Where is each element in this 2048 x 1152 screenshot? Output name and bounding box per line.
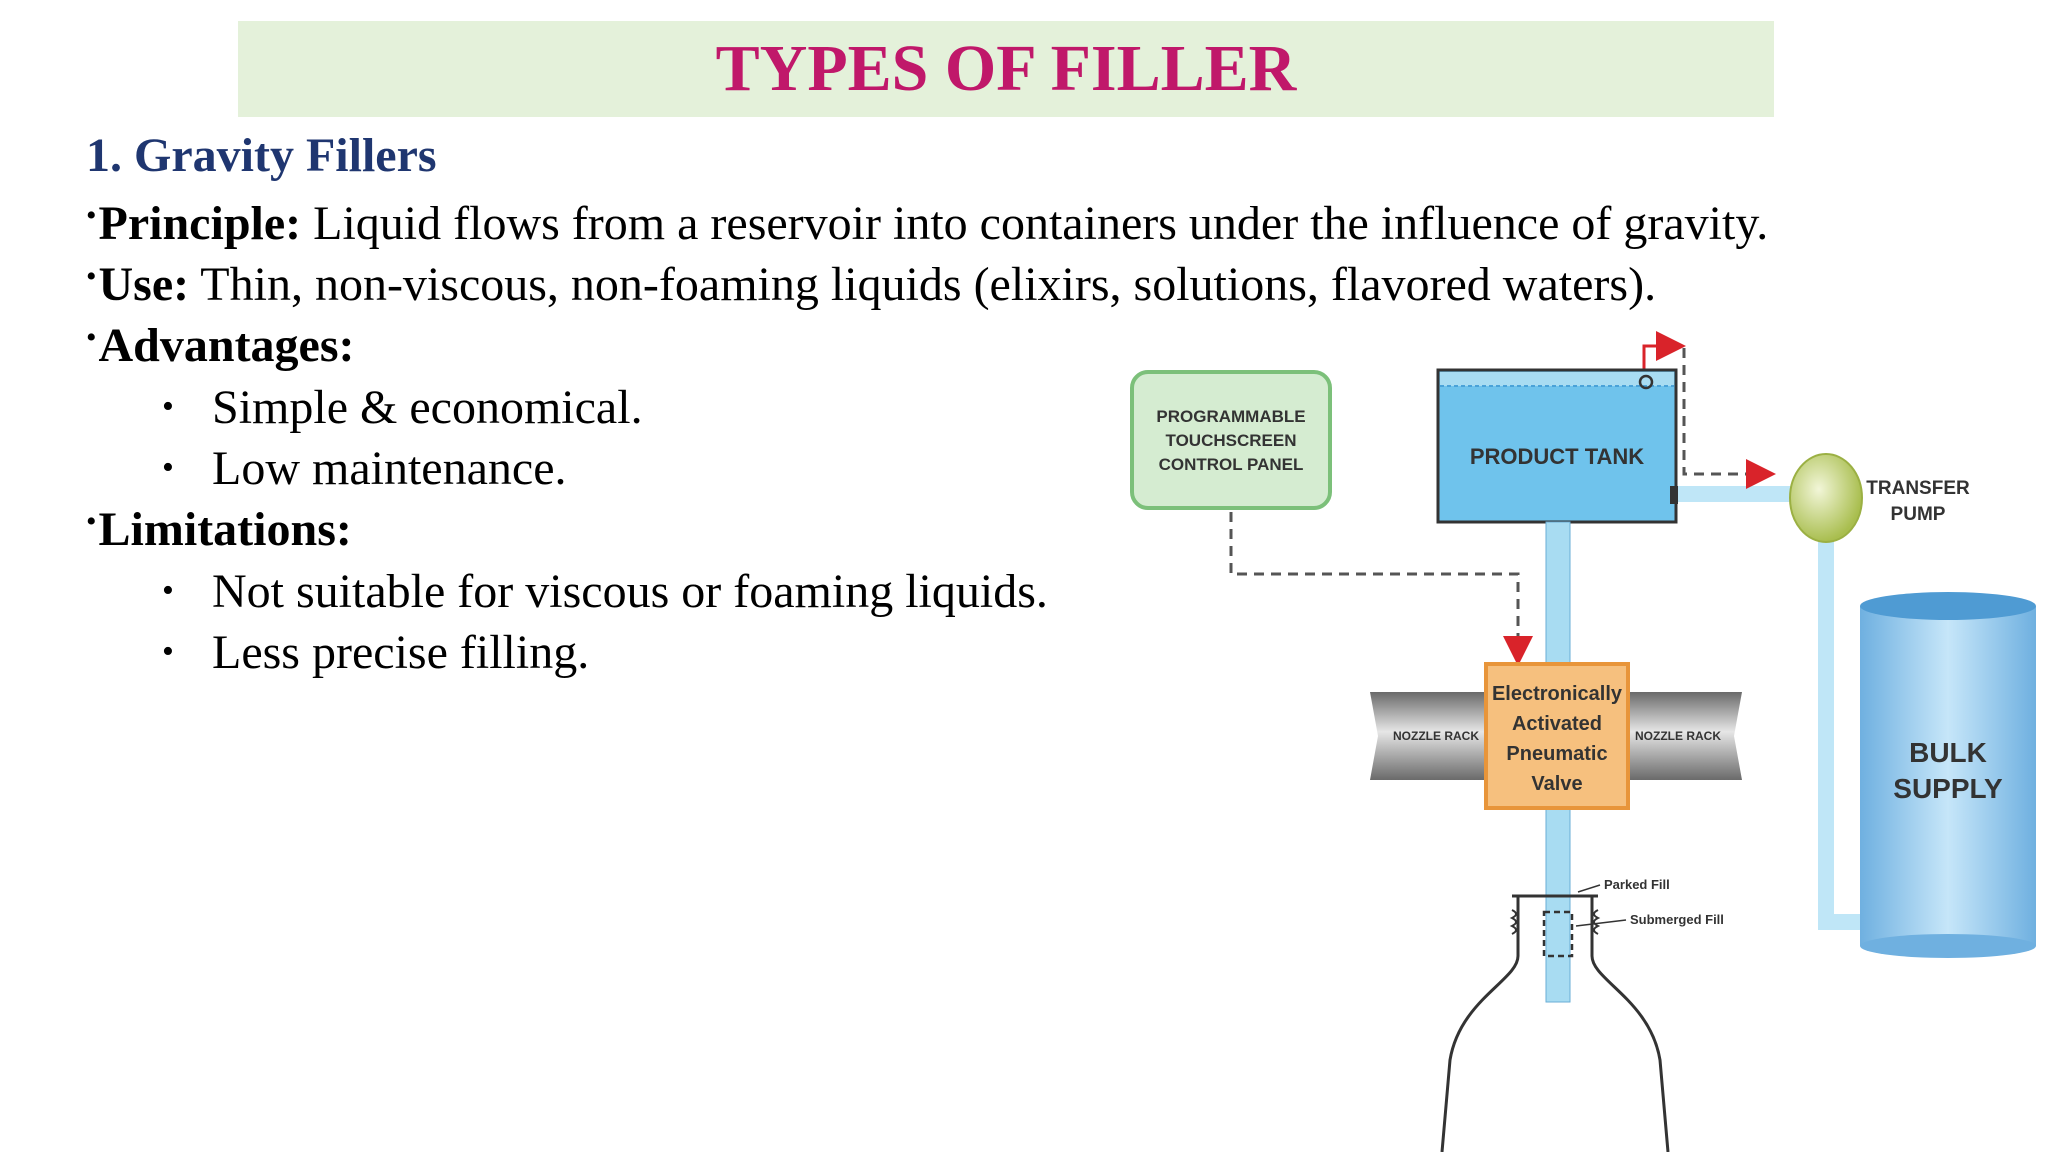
nozzle-rack-label: NOZZLE RACK	[1635, 729, 1721, 743]
limitation-item: • Not suitable for viscous or foaming liq…	[162, 562, 1048, 627]
pneumatic-valve: Electronically Activated Pneumatic Valve	[1484, 662, 1630, 810]
advantage-text: Simple & economical.	[212, 381, 643, 434]
valve-label-1: Electronically	[1492, 683, 1623, 705]
bullet-icon: •	[162, 633, 174, 670]
control-panel-label-3: CONTROL PANEL	[1159, 455, 1304, 474]
section-heading: 1. Gravity Fillers	[86, 129, 437, 182]
submerged-fill-label: Submerged Fill	[1630, 912, 1724, 927]
limitation-text: Not suitable for viscous or foaming liqu…	[212, 565, 1048, 618]
parked-fill-label: Parked Fill	[1604, 877, 1670, 892]
bulk-supply-tank: BULK SUPPLY	[1860, 592, 2036, 958]
bulk-supply-label-2: SUPPLY	[1893, 773, 2003, 804]
principle-text: Liquid flows from a reservoir into conta…	[301, 197, 1769, 250]
gravity-filler-diagram: PRODUCT TANK PROGRAMMABLE TOUCHSCREEN CO…	[1120, 330, 2048, 1152]
use-label: Use:	[98, 258, 190, 311]
valve-label-3: Pneumatic	[1506, 743, 1607, 765]
transfer-pump-label-2: PUMP	[1891, 504, 1946, 525]
control-panel: PROGRAMMABLE TOUCHSCREEN CONTROL PANEL	[1130, 370, 1332, 510]
limitations-label: Limitations:	[98, 503, 352, 556]
advantage-item: • Simple & economical.	[162, 378, 643, 443]
bottle-threads	[1509, 909, 1601, 935]
bullet-icon: •	[86, 260, 97, 293]
submerged-fill-marker	[1542, 910, 1574, 958]
product-tank-label: PRODUCT TANK	[1470, 444, 1644, 469]
limitation-text: Less precise filling.	[212, 626, 590, 679]
product-tank: PRODUCT TANK	[1436, 368, 1678, 524]
bulk-supply-label-1: BULK	[1909, 737, 1987, 768]
title-banner: TYPES OF FILLER	[238, 21, 1774, 117]
use-text: Thin, non-viscous, non-foaming liquids (…	[189, 258, 1657, 311]
principle-line: •Principle: Liquid flows from a reservoi…	[86, 194, 1768, 260]
advantage-text: Low maintenance.	[212, 442, 567, 495]
limitation-item: • Less precise filling.	[162, 623, 589, 688]
transfer-pump-label-1: TRANSFER	[1866, 478, 1970, 499]
bottle	[1440, 894, 1670, 1152]
bullet-icon: •	[86, 505, 97, 538]
bullet-icon: •	[162, 449, 174, 486]
use-line: •Use: Thin, non-viscous, non-foaming liq…	[86, 255, 1656, 321]
bullet-icon: •	[162, 388, 174, 425]
limitations-line: •Limitations:	[86, 500, 352, 566]
nozzle-rack-left: NOZZLE RACK	[1370, 692, 1488, 780]
bullet-icon: •	[86, 321, 97, 354]
tank-to-pump-pipe	[1676, 486, 1806, 502]
supply-pipe	[1818, 510, 1864, 930]
valve-label-4: Valve	[1531, 773, 1582, 795]
control-panel-label-2: TOUCHSCREEN	[1166, 431, 1297, 450]
principle-label: Principle:	[98, 197, 302, 250]
valve-label-2: Activated	[1512, 713, 1602, 735]
nozzle-rack-label: NOZZLE RACK	[1393, 729, 1479, 743]
bullet-icon: •	[162, 572, 174, 609]
advantage-item: • Low maintenance.	[162, 439, 567, 504]
bullet-icon: •	[86, 199, 97, 232]
transfer-pump: TRANSFER PUMP	[1789, 453, 1970, 543]
advantages-line: •Advantages:	[86, 316, 355, 382]
nozzle-rack-right: NOZZLE RACK	[1628, 692, 1742, 780]
control-panel-label-1: PROGRAMMABLE	[1156, 407, 1305, 426]
advantages-label: Advantages:	[98, 319, 355, 372]
control-signal-line	[1229, 512, 1533, 666]
slide-title: TYPES OF FILLER	[715, 32, 1297, 105]
